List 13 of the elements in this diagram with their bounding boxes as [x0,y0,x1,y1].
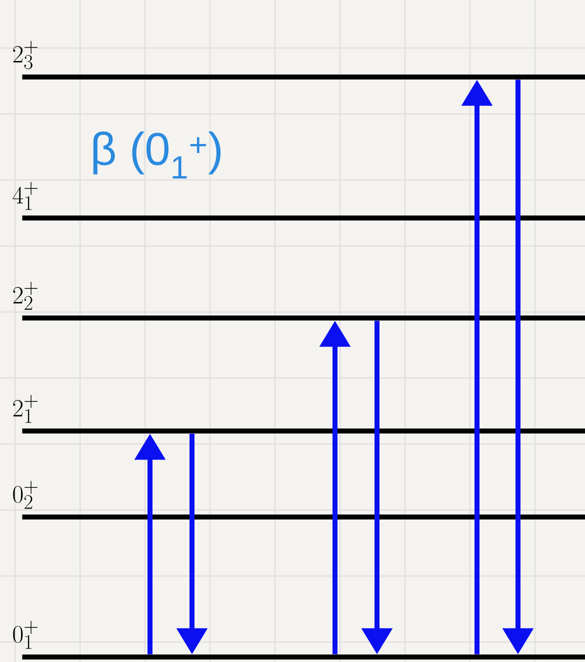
energy-level: $4_{1}^{+}$ [12,182,585,220]
energy-level: $0_{1}^{+}$ [13,620,585,660]
energy-level: $2_{1}^{+}$ [13,394,585,434]
node-label: $0_{2}^{+}$ [13,480,38,509]
title: β (0$_{1}$$^{+}$) [93,132,221,178]
node-label: $4_{1}^{+}$ [12,182,38,210]
node-label: $0_{1}^{+}$ [13,620,38,649]
node-label: $2_{2}^{+}$ [13,282,38,310]
energy-level: $0_{2}^{+}$ [13,480,585,520]
energy-level: $2_{2}^{+}$ [13,282,585,320]
node-label: $2_{3}^{+}$ [13,40,38,70]
node-label: $2_{1}^{+}$ [13,394,38,423]
energy-level: $2_{3}^{+}$ [13,40,585,80]
